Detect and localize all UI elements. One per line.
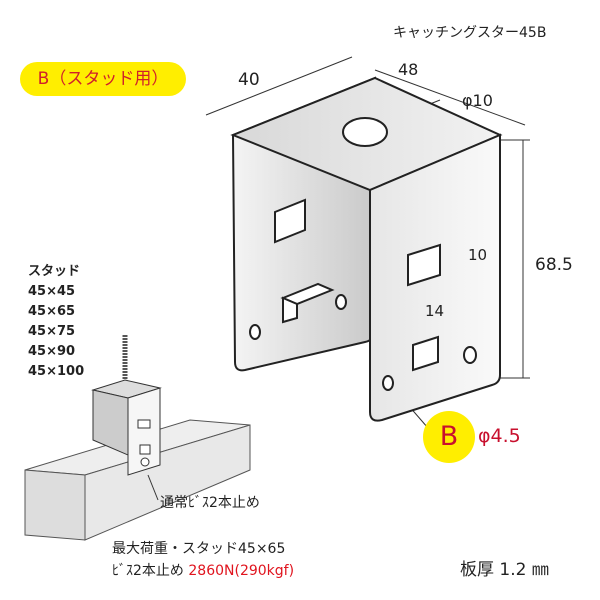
dimension-depth: 48 xyxy=(398,60,419,79)
stud-size: 45×75 xyxy=(28,324,76,339)
type-badge: B（スタッド用） xyxy=(20,62,186,96)
stud-illustration xyxy=(24,335,251,541)
stud-size: 45×100 xyxy=(28,364,85,379)
dimension-slot-height: 10 xyxy=(468,246,488,264)
product-title: キャッチングスター45B xyxy=(393,25,547,41)
stud-size-list: スタッド 45×45 45×65 45×75 45×90 45×100 xyxy=(28,262,84,382)
stud-heading: スタッド xyxy=(28,264,81,279)
dimension-slot-width: 14 xyxy=(425,302,445,320)
max-load-line2: ﾋﾞｽ2本止め 2860N(290kgf) xyxy=(112,560,294,580)
dimension-top-hole: φ10 xyxy=(462,91,493,110)
plate-thickness: 板厚 1.2 ㎜ xyxy=(460,560,549,580)
hole-label-circle: B xyxy=(423,411,475,463)
panel-holes xyxy=(249,198,477,391)
dimension-height: 68.5 xyxy=(535,255,573,275)
stud-size: 45×90 xyxy=(28,344,76,359)
stud-size: 45×45 xyxy=(28,284,76,299)
max-load-value: 2860N(290kgf) xyxy=(188,563,295,579)
screw-note: 通常ﾋﾞｽ2本止め xyxy=(160,495,260,511)
stud-size: 45×65 xyxy=(28,304,76,319)
dimension-width: 40 xyxy=(238,70,260,90)
hole-diameter: φ4.5 xyxy=(478,425,521,447)
max-load-line1: 最大荷重・スタッド45×65 xyxy=(112,541,286,557)
max-load-prefix: ﾋﾞｽ2本止め xyxy=(112,563,184,579)
top-hole xyxy=(342,117,388,147)
